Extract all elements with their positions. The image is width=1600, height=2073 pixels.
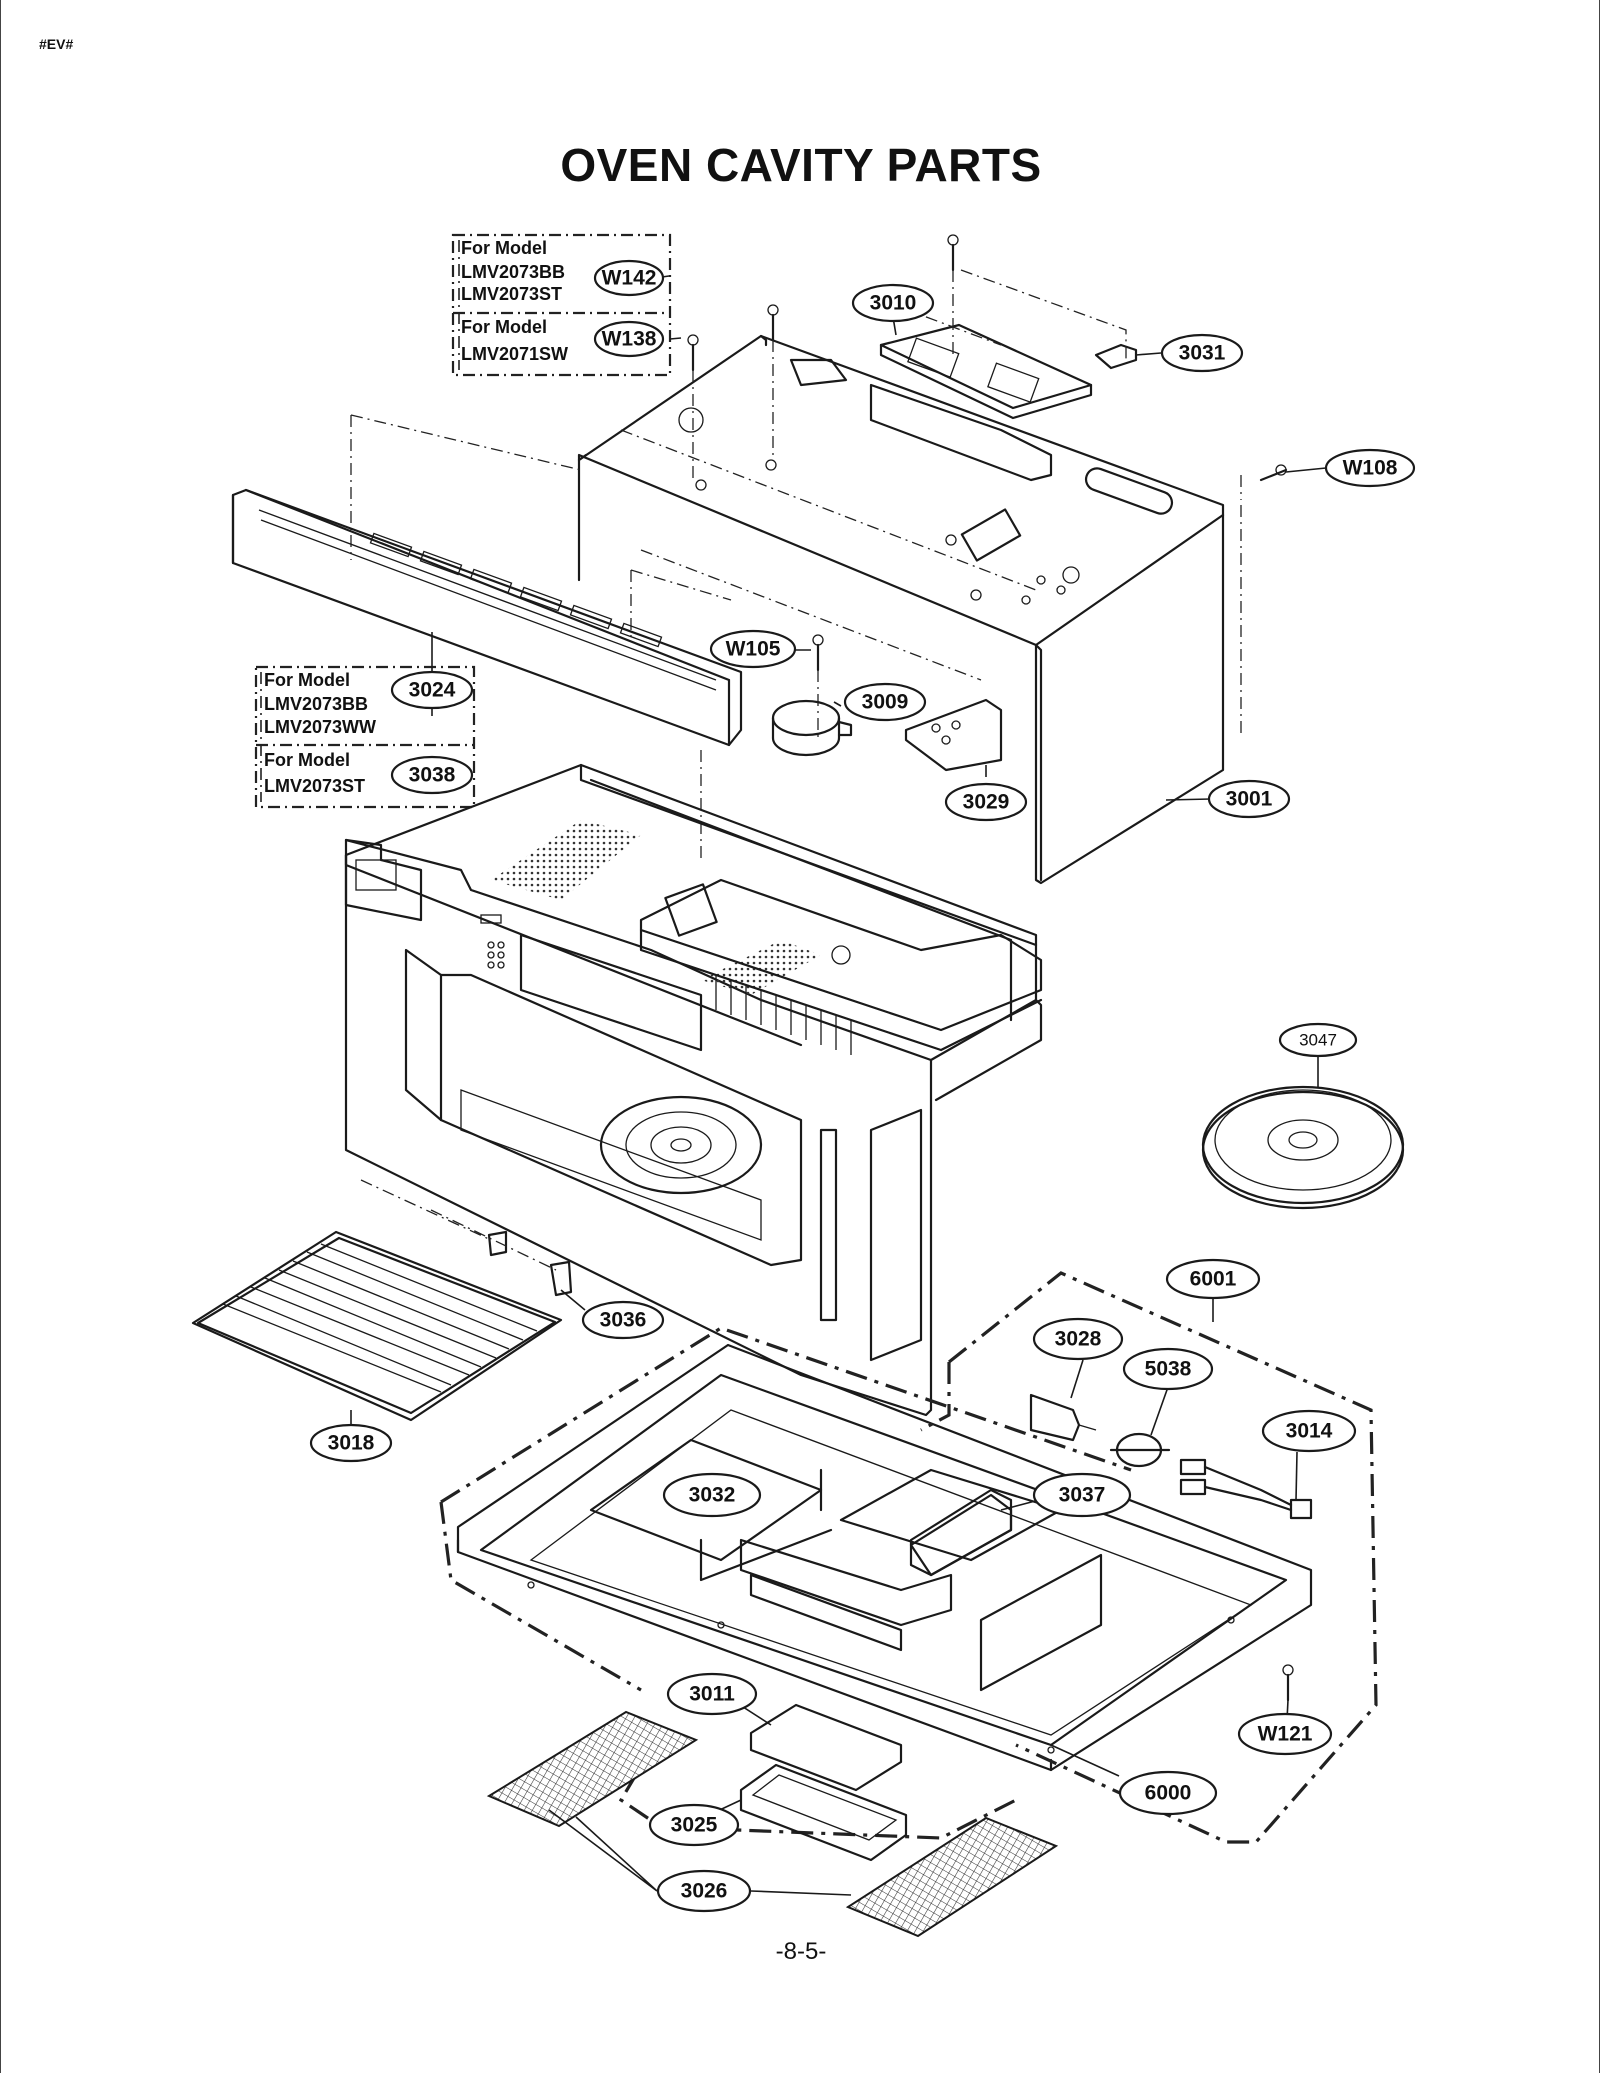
svg-text:3010: 3010 xyxy=(870,292,917,315)
part-label-6000: 6000 xyxy=(1118,1770,1218,1816)
part-label-3024: 3024 xyxy=(390,670,474,710)
part-label-3011: 3011 xyxy=(666,1672,758,1716)
svg-text:6001: 6001 xyxy=(1190,1268,1237,1291)
part-label-3010: 3010 xyxy=(851,283,935,323)
part-label-w142: W142 xyxy=(593,259,665,297)
note-heading: For Model xyxy=(264,750,350,770)
filter-3011 xyxy=(749,1703,903,1792)
part-label-3029: 3029 xyxy=(944,782,1028,822)
rack-3018 xyxy=(191,1230,563,1422)
svg-text:3037: 3037 xyxy=(1059,1484,1106,1507)
svg-text:3036: 3036 xyxy=(600,1309,647,1332)
harness-3014 xyxy=(1179,1458,1313,1520)
part-label-3001: 3001 xyxy=(1207,779,1291,819)
part-label-w108: W108 xyxy=(1324,448,1416,488)
clip-3031 xyxy=(1094,343,1138,370)
part-label-3036: 3036 xyxy=(581,1300,665,1340)
part-label-3009: 3009 xyxy=(843,682,927,722)
svg-text:3026: 3026 xyxy=(681,1880,728,1903)
note-model: LMV2073ST xyxy=(461,284,562,304)
svg-text:3038: 3038 xyxy=(409,764,456,787)
svg-text:3018: 3018 xyxy=(328,1432,375,1455)
svg-text:3031: 3031 xyxy=(1179,342,1226,365)
svg-text:W142: W142 xyxy=(602,267,657,290)
svg-text:5038: 5038 xyxy=(1145,1358,1192,1381)
svg-text:3011: 3011 xyxy=(689,1683,735,1706)
lamp-3028 xyxy=(1029,1393,1097,1442)
note-heading: For Model xyxy=(264,670,350,690)
svg-text:3024: 3024 xyxy=(409,679,456,702)
svg-text:3029: 3029 xyxy=(963,791,1010,814)
part-label-3031: 3031 xyxy=(1160,333,1244,373)
note-model: LMV2073ST xyxy=(264,776,365,796)
part-label-w138: W138 xyxy=(593,320,665,358)
svg-text:W108: W108 xyxy=(1343,457,1398,480)
part-label-w121: W121 xyxy=(1237,1712,1333,1756)
bracket-3010 xyxy=(879,323,1093,420)
svg-text:3009: 3009 xyxy=(862,691,909,714)
part-label-3014: 3014 xyxy=(1261,1409,1357,1453)
part-label-6001: 6001 xyxy=(1165,1258,1261,1300)
document-code: #EV# xyxy=(39,36,74,52)
svg-text:3001: 3001 xyxy=(1226,788,1273,811)
svg-text:3032: 3032 xyxy=(689,1484,736,1507)
part-labels: W142 W138 3024 3038 3010 3031 W108 W105 … xyxy=(309,259,1416,1913)
part-label-3032: 3032 xyxy=(662,1472,762,1518)
turntable-3047 xyxy=(1201,1085,1405,1210)
bracket-3037 xyxy=(909,1488,1013,1577)
part-label-3047: 3047 xyxy=(1278,1022,1358,1058)
note-model: LMV2073WW xyxy=(264,717,376,737)
svg-text:W138: W138 xyxy=(602,328,657,351)
svg-text:3014: 3014 xyxy=(1286,1420,1333,1443)
grease-filter-3026 xyxy=(486,1710,1059,1938)
screw-icons xyxy=(687,234,1294,1702)
svg-text:3028: 3028 xyxy=(1055,1328,1102,1351)
assembly-guide-lines xyxy=(350,269,1242,860)
leader-lines xyxy=(350,275,1327,1896)
page-number: -8-5- xyxy=(775,1938,827,1965)
svg-text:W105: W105 xyxy=(726,638,781,661)
model-note-w142-w138: For Model LMV2073BB LMV2073ST For Model … xyxy=(451,233,672,377)
part-label-3028: 3028 xyxy=(1032,1317,1124,1361)
inner-cavity xyxy=(344,763,1043,1417)
part-label-3038: 3038 xyxy=(390,755,474,795)
bottom-plate-6000 xyxy=(439,1326,1313,1772)
note-heading: For Model xyxy=(461,238,547,258)
svg-text:6000: 6000 xyxy=(1145,1782,1192,1805)
note-heading: For Model xyxy=(461,317,547,337)
bracket-3029 xyxy=(904,698,1003,772)
part-label-3037: 3037 xyxy=(1032,1472,1132,1518)
outer-case-3001 xyxy=(577,334,1225,885)
bottom-assembly-6001-outline xyxy=(618,1271,1378,1844)
note-model: LMV2073BB xyxy=(461,262,565,282)
note-model: LMV2073BB xyxy=(264,694,368,714)
svg-text:3025: 3025 xyxy=(671,1814,718,1837)
part-label-3018: 3018 xyxy=(309,1423,393,1463)
svg-text:3047: 3047 xyxy=(1299,1031,1337,1050)
motor-3009 xyxy=(771,699,853,757)
part-label-5038: 5038 xyxy=(1122,1347,1214,1391)
thermostat-5038 xyxy=(1109,1432,1171,1468)
note-model: LMV2071SW xyxy=(461,344,568,364)
model-note-3024-3038: For Model LMV2073BB LMV2073WW For Model … xyxy=(254,665,476,809)
part-label-3026: 3026 xyxy=(656,1869,752,1913)
page-title: OVEN CAVITY PARTS xyxy=(560,139,1042,191)
grille-3024 xyxy=(231,488,743,747)
filter-frame-3025 xyxy=(739,1763,908,1862)
part-label-3025: 3025 xyxy=(648,1803,740,1847)
svg-text:W121: W121 xyxy=(1258,1723,1313,1746)
part-label-w105: W105 xyxy=(709,629,797,669)
latch-3036 xyxy=(360,1179,573,1297)
